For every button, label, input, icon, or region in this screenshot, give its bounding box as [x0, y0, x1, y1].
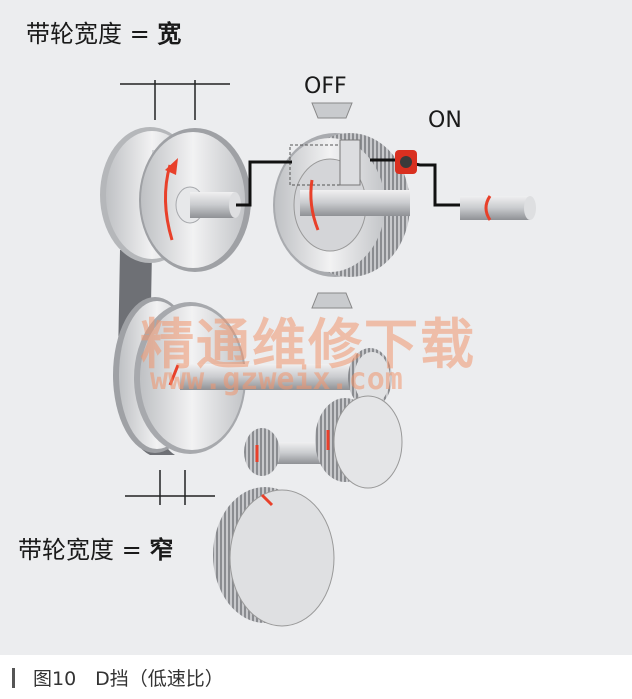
gear-train — [213, 348, 403, 627]
width-dimension-top — [120, 80, 230, 120]
brake-pad-top — [311, 102, 353, 119]
width-dimension-bottom — [125, 470, 215, 505]
planetary-drum — [273, 133, 410, 277]
off-label: OFF — [304, 74, 347, 99]
bottom-width-label: 带轮宽度 = 窄 — [18, 530, 173, 565]
primary-pulley — [100, 127, 251, 272]
watermark-url: www.gzweix.com — [150, 362, 403, 397]
caption-bar — [12, 668, 15, 688]
shaft-linkage-line — [236, 158, 460, 207]
watermark-cn: 精通维修下载 — [140, 313, 476, 376]
top-width-prefix: 带轮宽度 = — [26, 20, 158, 48]
secondary-rotation-arrow — [168, 364, 180, 386]
top-width-value: 宽 — [157, 20, 182, 48]
on-label: ON — [428, 108, 462, 133]
primary-rotation-arrow — [163, 164, 174, 241]
bottom-width-prefix: 带轮宽度 = — [18, 536, 150, 564]
top-width-label: 带轮宽度 = 宽 — [26, 14, 181, 49]
figure-caption: 图10 D挡（低速比） — [12, 664, 224, 691]
output-shaft — [460, 195, 536, 221]
secondary-pulley — [113, 297, 350, 454]
caption-text: 图10 D挡（低速比） — [33, 668, 224, 690]
bottom-width-value: 窄 — [149, 536, 174, 564]
clutch-coil — [395, 150, 417, 174]
brake-pad-bottom — [311, 292, 353, 309]
cvt-diagram — [100, 80, 536, 627]
